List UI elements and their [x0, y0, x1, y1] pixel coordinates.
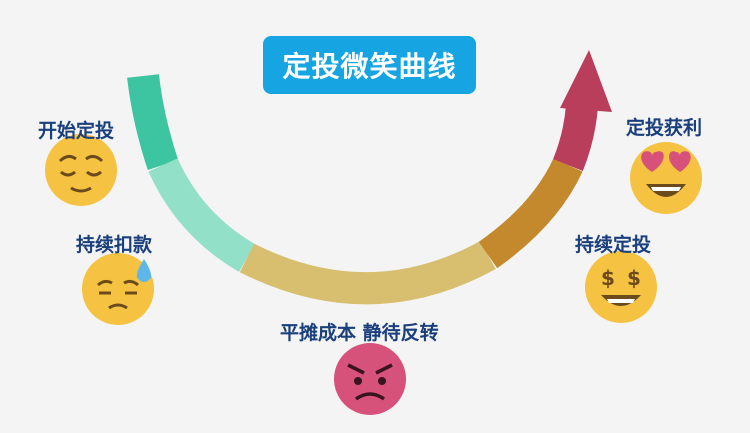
label-continue-investing: 持续定投 [575, 234, 652, 256]
curve-segment-rise [478, 158, 583, 269]
heart-eyes-face-icon [630, 142, 702, 214]
arrow-head-icon [560, 50, 612, 112]
diagram-title: 定投微笑曲线 [263, 36, 476, 94]
label-start: 开始定投 [38, 120, 115, 142]
downcast-sweat-face-icon [82, 253, 154, 325]
smile-curve [127, 74, 598, 305]
curve-segment-decline [148, 158, 256, 272]
curve-segment-top [553, 103, 598, 171]
label-take-profit: 定投获利 [626, 117, 703, 139]
label-continue-deducting: 持续扣款 [76, 234, 153, 256]
relieved-face-icon [45, 134, 117, 206]
curve-segment-bottom [239, 240, 496, 305]
label-average-cost: 平摊成本 静待反转 [280, 322, 439, 344]
money-mouth-face-icon: $ $ [585, 251, 657, 323]
angry-face-icon [334, 343, 406, 415]
curve-segment-start [127, 74, 179, 171]
svg-text:$: $ [627, 266, 641, 290]
svg-text:$: $ [601, 266, 615, 290]
